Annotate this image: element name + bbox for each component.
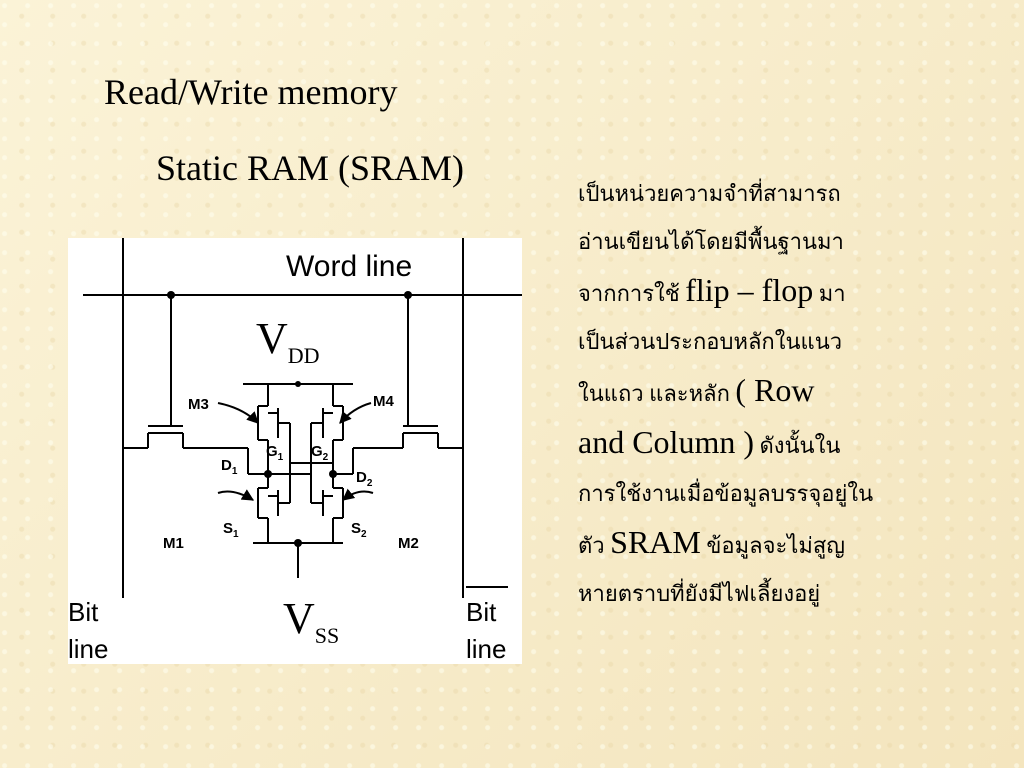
desc-line: การใช้งานเมื่อข้อมูลบรรจุอยู่ใน (578, 481, 874, 506)
m2-label: M2 (398, 535, 419, 552)
g2-label: G2 (311, 443, 329, 463)
bit-line-left-label: Bit (68, 597, 99, 627)
desc-line: เป็นหน่วยความจำที่สามารถ (578, 181, 841, 206)
desc-line: หายตราบที่ยังมีไฟเลี้ยงอยู่ (578, 581, 821, 606)
m3-label: M3 (188, 396, 209, 413)
sram-schematic: Word line VDD VSS Bit line Bit line M3 M… (68, 238, 522, 664)
word-line-label: Word line (286, 250, 412, 283)
vss-label: VSS (283, 594, 339, 648)
slide-title: Read/Write memory (104, 72, 398, 112)
desc-line: ในแถว และหลัก ( Row (578, 372, 815, 408)
bit-line-right-label-2: line (466, 634, 506, 664)
desc-line: ตัว SRAM ข้อมูลจะไม่สูญ (578, 524, 846, 560)
d1-label: D1 (221, 457, 238, 477)
sram-description: เป็นหน่วยความจำที่สามารถ อ่านเขียนได้โดย… (578, 170, 918, 618)
desc-line: จากการใช้ flip – flop มา (578, 272, 846, 308)
s2-label: S2 (351, 520, 367, 540)
m4-label: M4 (373, 393, 394, 410)
g1-label: G1 (266, 443, 284, 463)
desc-line: เป็นส่วนประกอบหลักในแนว (578, 329, 843, 354)
vdd-label: VDD (256, 314, 320, 368)
desc-line: and Column ) ดังนั้นใน (578, 424, 841, 460)
m1-label: M1 (163, 535, 184, 552)
sram-cell-diagram: Word line VDD VSS Bit line Bit line M3 M… (68, 238, 522, 664)
s1-label: S1 (223, 520, 239, 540)
desc-line: อ่านเขียนได้โดยมีพื้นฐานมา (578, 229, 844, 254)
bit-line-right-label: Bit (466, 597, 497, 627)
d2-label: D2 (356, 469, 373, 489)
slide-subtitle: Static RAM (SRAM) (156, 148, 465, 188)
bit-line-left-label-2: line (68, 634, 108, 664)
